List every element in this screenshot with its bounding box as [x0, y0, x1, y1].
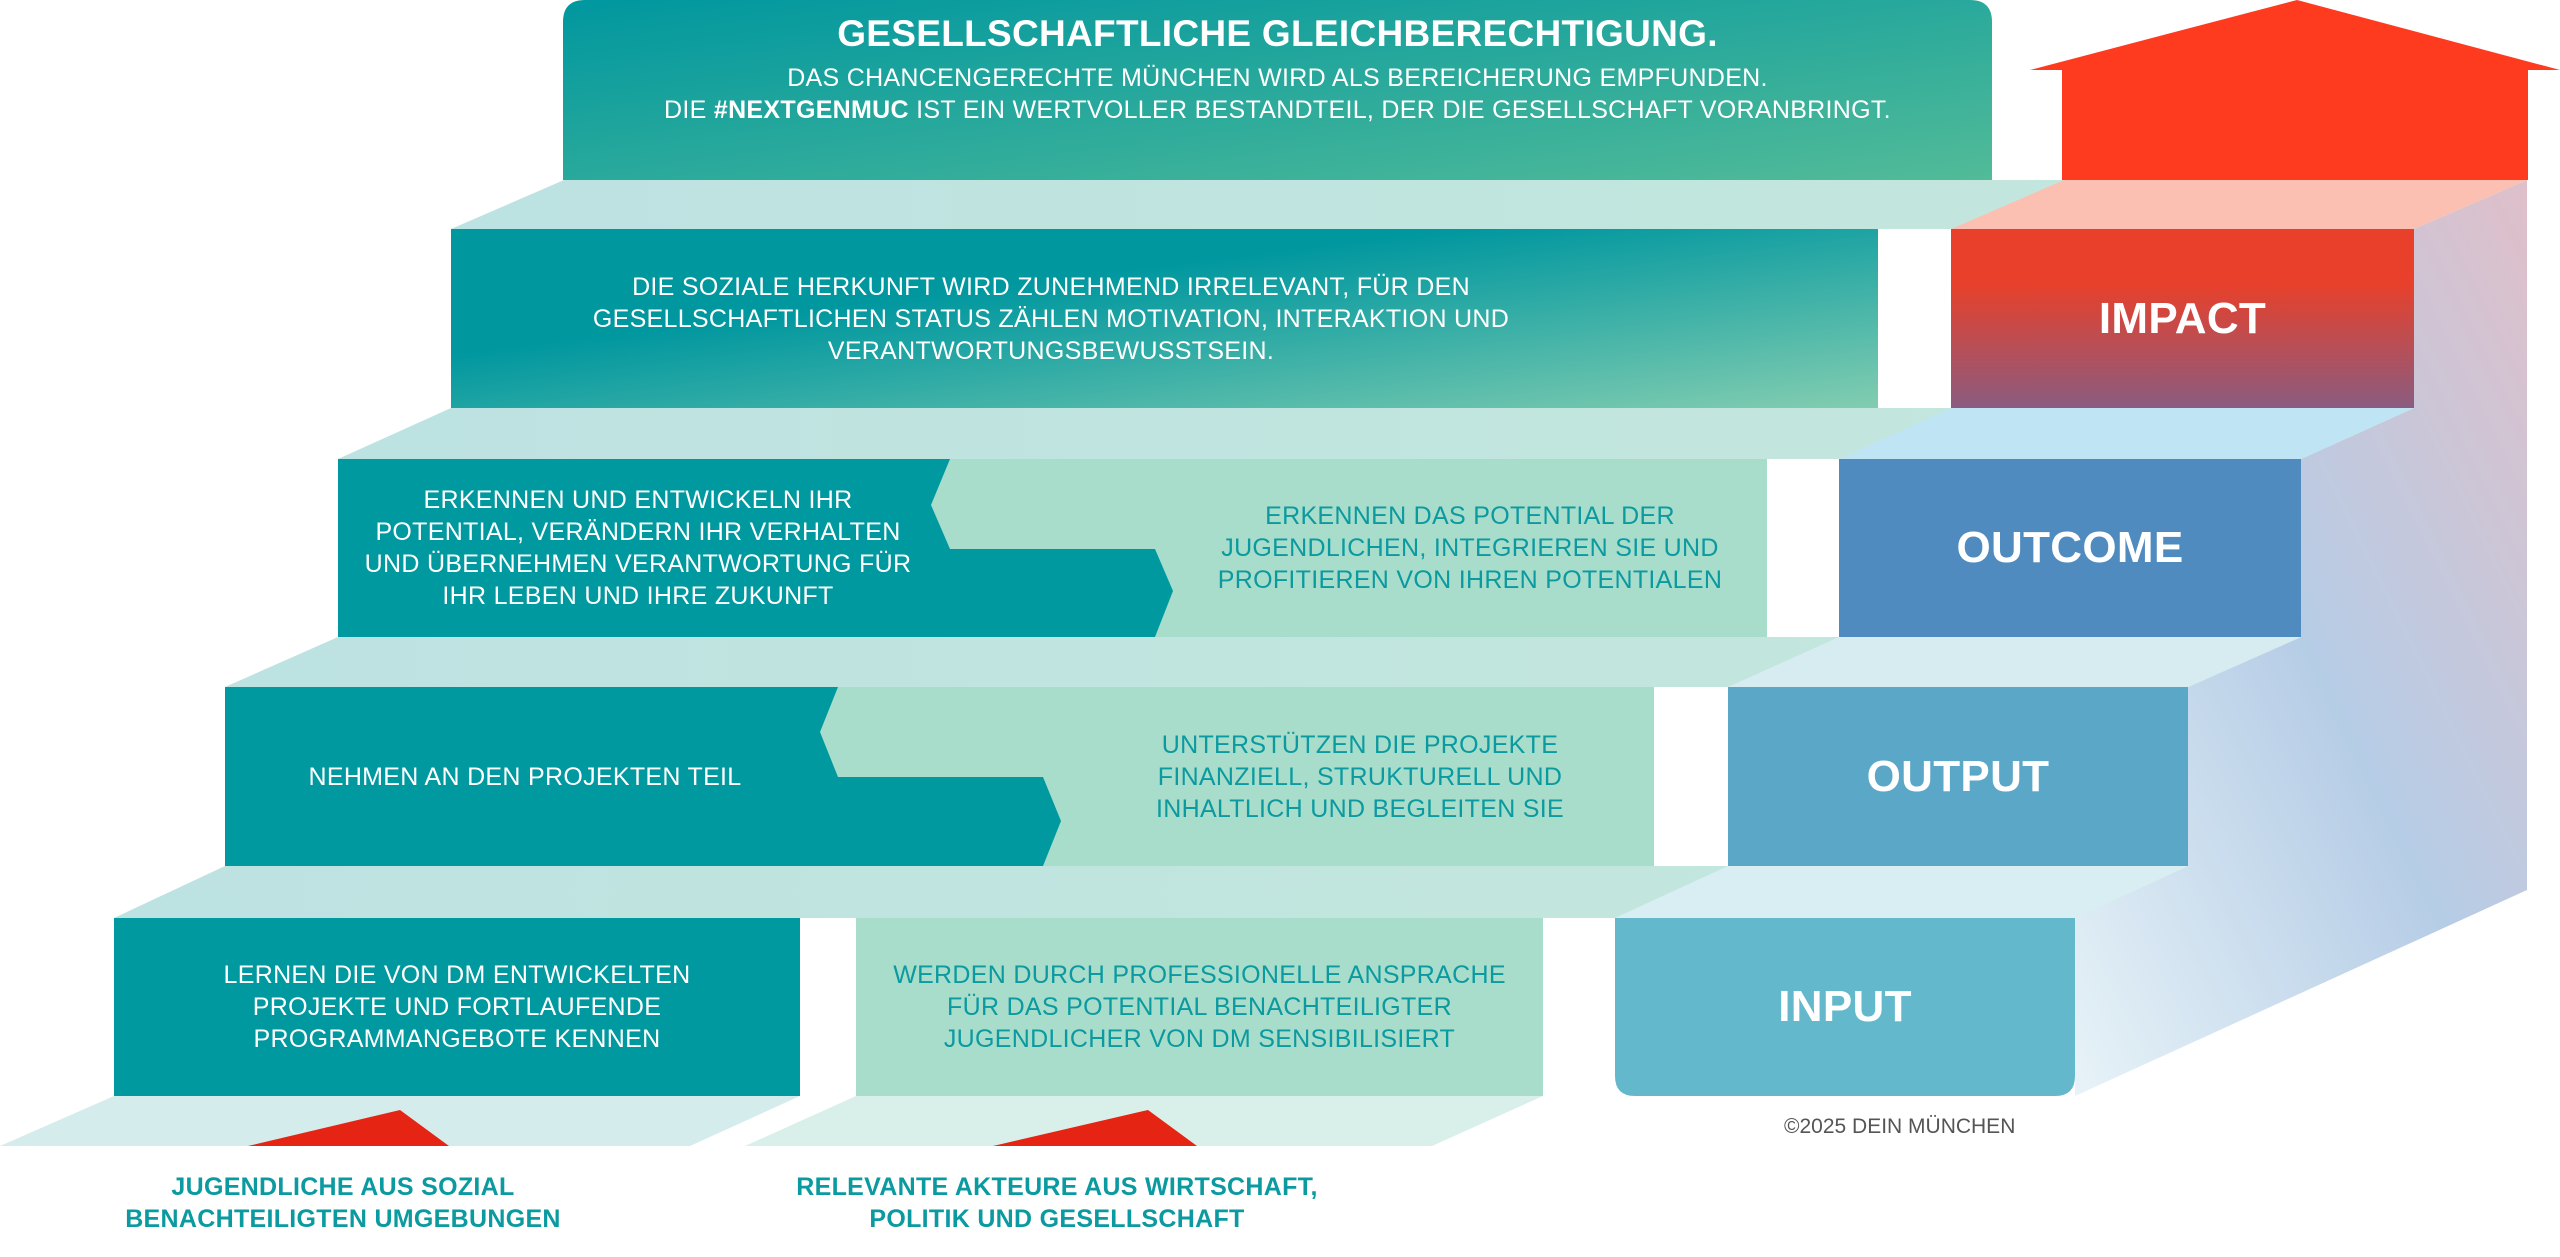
top-line-2: DIE #NEXTGENMUC IST EIN WERTVOLLER BESTA…: [664, 94, 1891, 126]
top-line-2-prefix: DIE: [664, 96, 714, 124]
input-left-line: PROJEKTE UND FORTLAUFENDE: [252, 993, 662, 1021]
outcome-left-line: IHR LEBEN UND IHRE ZUKUNFT: [442, 582, 834, 610]
impact-box: [451, 229, 1878, 408]
input-left-text: LERNEN DIE VON DM ENTWICKELTEN PROJEKTE …: [114, 918, 800, 1096]
outcome-left-text: ERKENNEN UND ENTWICKELN IHR POTENTIAL, V…: [338, 459, 938, 637]
top-title: GESELLSCHAFTLICHE GLEICHBERECHTIGUNG.: [837, 13, 1718, 54]
group-youth-line: BENACHTEILIGTEN UMGEBUNGEN: [125, 1205, 561, 1233]
input-right-line: FÜR DAS POTENTIAL BENACHTEILIGTER: [947, 993, 1452, 1021]
group-actors-line: POLITIK UND GESELLSCHAFT: [869, 1205, 1245, 1233]
input-right-line: WERDEN DURCH PROFESSIONELLE ANSPRACHE: [893, 961, 1506, 989]
outcome-right-line: PROFITIEREN VON IHREN POTENTIALEN: [1217, 566, 1723, 594]
outcome-right-text: ERKENNEN DAS POTENTIAL DER JUGENDLICHEN,…: [1180, 459, 1760, 637]
top-banner-text: GESELLSCHAFTLICHE GLEICHBERECHTIGUNG. DA…: [563, 13, 1992, 168]
group-actors-label: RELEVANTE AKTEURE AUS WIRTSCHAFT, POLITI…: [774, 1168, 1340, 1238]
outcome-label-box: [1839, 459, 2301, 637]
top-line-1: DAS CHANCENGERECHTE MÜNCHEN WIRD ALS BER…: [787, 64, 1768, 92]
impact-text: DIE SOZIALE HERKUNFT WIRD ZUNEHMEND IRRE…: [451, 229, 1651, 408]
outcome-left-line: UND ÜBERNEHMEN VERANTWORTUNG FÜR: [364, 550, 912, 578]
outcome-label: OUTCOME: [1956, 523, 2184, 572]
input-left-line: PROGRAMMANGEBOTE KENNEN: [253, 1025, 661, 1053]
output-left-chevron: [225, 687, 1061, 866]
hashtag-nextgenmuc: #NEXTGENMUC: [713, 96, 909, 124]
tread-input-label: [1615, 866, 2188, 918]
red-marker-youth: [248, 1110, 449, 1146]
tread-impact-label: [1951, 180, 2527, 229]
output-right-line: UNTERSTÜTZEN DIE PROJEKTE: [1161, 730, 1559, 759]
input-left-box: [114, 918, 800, 1096]
staircase-side-face: [2075, 180, 2527, 1096]
group-youth-label: JUGENDLICHE AUS SOZIAL BENACHTEILIGTEN U…: [60, 1168, 626, 1238]
input-left-line: LERNEN DIE VON DM ENTWICKELTEN: [223, 961, 691, 989]
input-right-box: [856, 918, 1543, 1096]
input-right-text: WERDEN DURCH PROFESSIONELLE ANSPRACHE FÜ…: [856, 918, 1543, 1096]
output-left-text: NEHMEN AN DEN PROJEKTEN TEIL: [225, 687, 825, 866]
red-marker-actors: [993, 1110, 1197, 1146]
input-label: INPUT: [1778, 982, 1912, 1031]
tread-output-label: [1728, 637, 2301, 687]
impact-label: IMPACT: [2098, 293, 2267, 343]
copyright: ©2025 DEIN MÜNCHEN: [1784, 1115, 2016, 1138]
output-right-line: FINANZIELL, STRUKTURELL UND: [1157, 762, 1563, 791]
group-youth-line: JUGENDLICHE AUS SOZIAL: [171, 1173, 515, 1201]
up-arrow-icon: [2030, 0, 2560, 180]
outcome-right-line: ERKENNEN DAS POTENTIAL DER: [1265, 502, 1675, 530]
input-label-box: [1615, 918, 2075, 1096]
impact-text-line: VERANTWORTUNGSBEWUSSTSEIN.: [827, 336, 1275, 365]
tread-outcome-label: [1839, 408, 2414, 459]
output-right-line: INHALTLICH UND BEGLEITEN SIE: [1155, 794, 1565, 823]
output-left-line: NEHMEN AN DEN PROJEKTEN TEIL: [308, 762, 742, 791]
outcome-right-line: JUGENDLICHEN, INTEGRIEREN SIE UND: [1221, 534, 1719, 562]
output-label-box: [1728, 687, 2188, 866]
outcome-left-chevron: [338, 459, 1173, 637]
output-right-text: UNTERSTÜTZEN DIE PROJEKTE FINANZIELL, ST…: [1070, 687, 1650, 866]
top-line-2-suffix: IST EIN WERTVOLLER BESTANDTEIL, DER DIE …: [908, 96, 1891, 124]
impact-text-line: DIE SOZIALE HERKUNFT WIRD ZUNEHMEND IRRE…: [632, 272, 1470, 301]
impact-text-line: GESELLSCHAFTLICHEN STATUS ZÄHLEN MOTIVAT…: [592, 304, 1510, 333]
top-banner: [563, 0, 1992, 180]
impact-label-box: [1951, 229, 2414, 408]
outcome-left-line: POTENTIAL, VERÄNDERN IHR VERHALTEN: [375, 518, 901, 546]
group-actors-line: RELEVANTE AKTEURE AUS WIRTSCHAFT,: [796, 1173, 1318, 1201]
output-label: OUTPUT: [1866, 751, 2050, 801]
input-right-line: JUGENDLICHER VON DM SENSIBILISIERT: [943, 1025, 1456, 1053]
outcome-left-line: ERKENNEN UND ENTWICKELN IHR: [423, 486, 853, 514]
